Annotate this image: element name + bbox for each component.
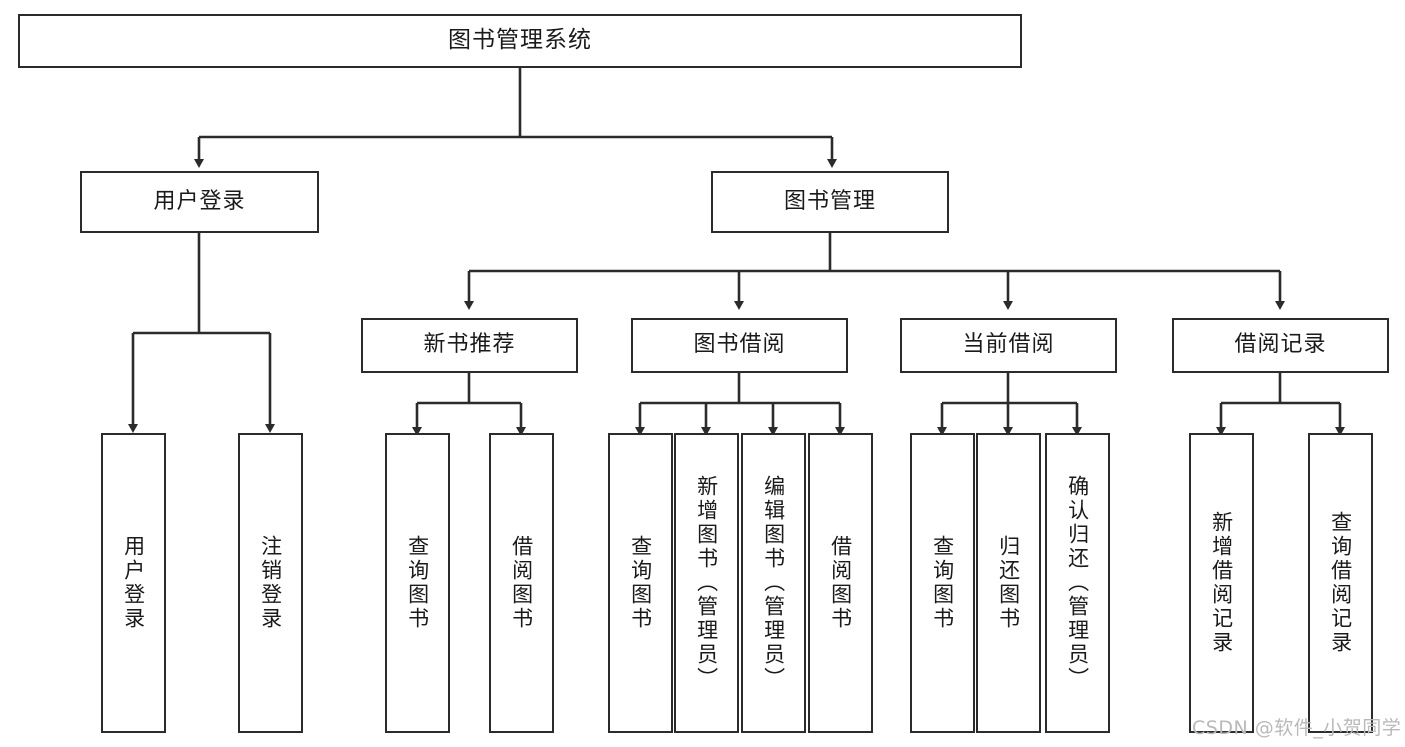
node-root-system[interactable]: 图书管理系统 [18,14,1022,68]
node-label: 注销登录 [258,535,283,631]
node-label: 查询图书 [930,535,955,631]
node-label: 借阅图书 [828,535,853,631]
node-label: 编辑图书（管理员） [761,475,786,691]
node-label: 查询图书 [405,535,430,631]
leaf-query-borrow-record[interactable]: 查询借阅记录 [1308,433,1373,733]
leaf-query-book-current[interactable]: 查询图书 [910,433,975,733]
leaf-borrow-book[interactable]: 借阅图书 [808,433,873,733]
csdn-watermark: CSDN @软件_小贺同学 [1192,717,1402,739]
node-label: 新书推荐 [423,332,516,358]
leaf-return-book[interactable]: 归还图书 [976,433,1041,733]
node-current-borrow[interactable]: 当前借阅 [900,318,1117,373]
node-book-borrow[interactable]: 图书借阅 [631,318,848,373]
node-label: 新增借阅记录 [1209,511,1234,655]
node-user-login[interactable]: 用户登录 [80,171,319,233]
leaf-query-book-recommend[interactable]: 查询图书 [385,433,450,733]
node-book-management[interactable]: 图书管理 [711,171,949,233]
node-label: 新增图书（管理员） [694,475,719,691]
node-label: 用户登录 [121,535,146,631]
leaf-query-book-borrow[interactable]: 查询图书 [608,433,673,733]
leaf-confirm-return-admin[interactable]: 确认归还（管理员） [1045,433,1110,733]
leaf-user-login[interactable]: 用户登录 [101,433,166,733]
node-label: 借阅图书 [509,535,534,631]
leaf-user-logout[interactable]: 注销登录 [238,433,303,733]
leaf-add-borrow-record[interactable]: 新增借阅记录 [1189,433,1254,733]
node-label: 图书借阅 [693,332,786,358]
node-label: 当前借阅 [962,332,1055,358]
node-borrow-record[interactable]: 借阅记录 [1172,318,1389,373]
node-label: 查询借阅记录 [1328,511,1353,655]
node-label: 图书管理系统 [448,27,592,54]
node-label: 查询图书 [628,535,653,631]
node-label: 归还图书 [996,535,1021,631]
node-new-book-recommend[interactable]: 新书推荐 [361,318,578,373]
leaf-add-book-admin[interactable]: 新增图书（管理员） [674,433,739,733]
node-label: 确认归还（管理员） [1065,475,1090,691]
node-label: 用户登录 [153,188,246,214]
node-label: 借阅记录 [1234,332,1327,358]
leaf-edit-book-admin[interactable]: 编辑图书（管理员） [741,433,806,733]
node-label: 图书管理 [783,188,876,214]
leaf-borrow-book-recommend[interactable]: 借阅图书 [489,433,554,733]
